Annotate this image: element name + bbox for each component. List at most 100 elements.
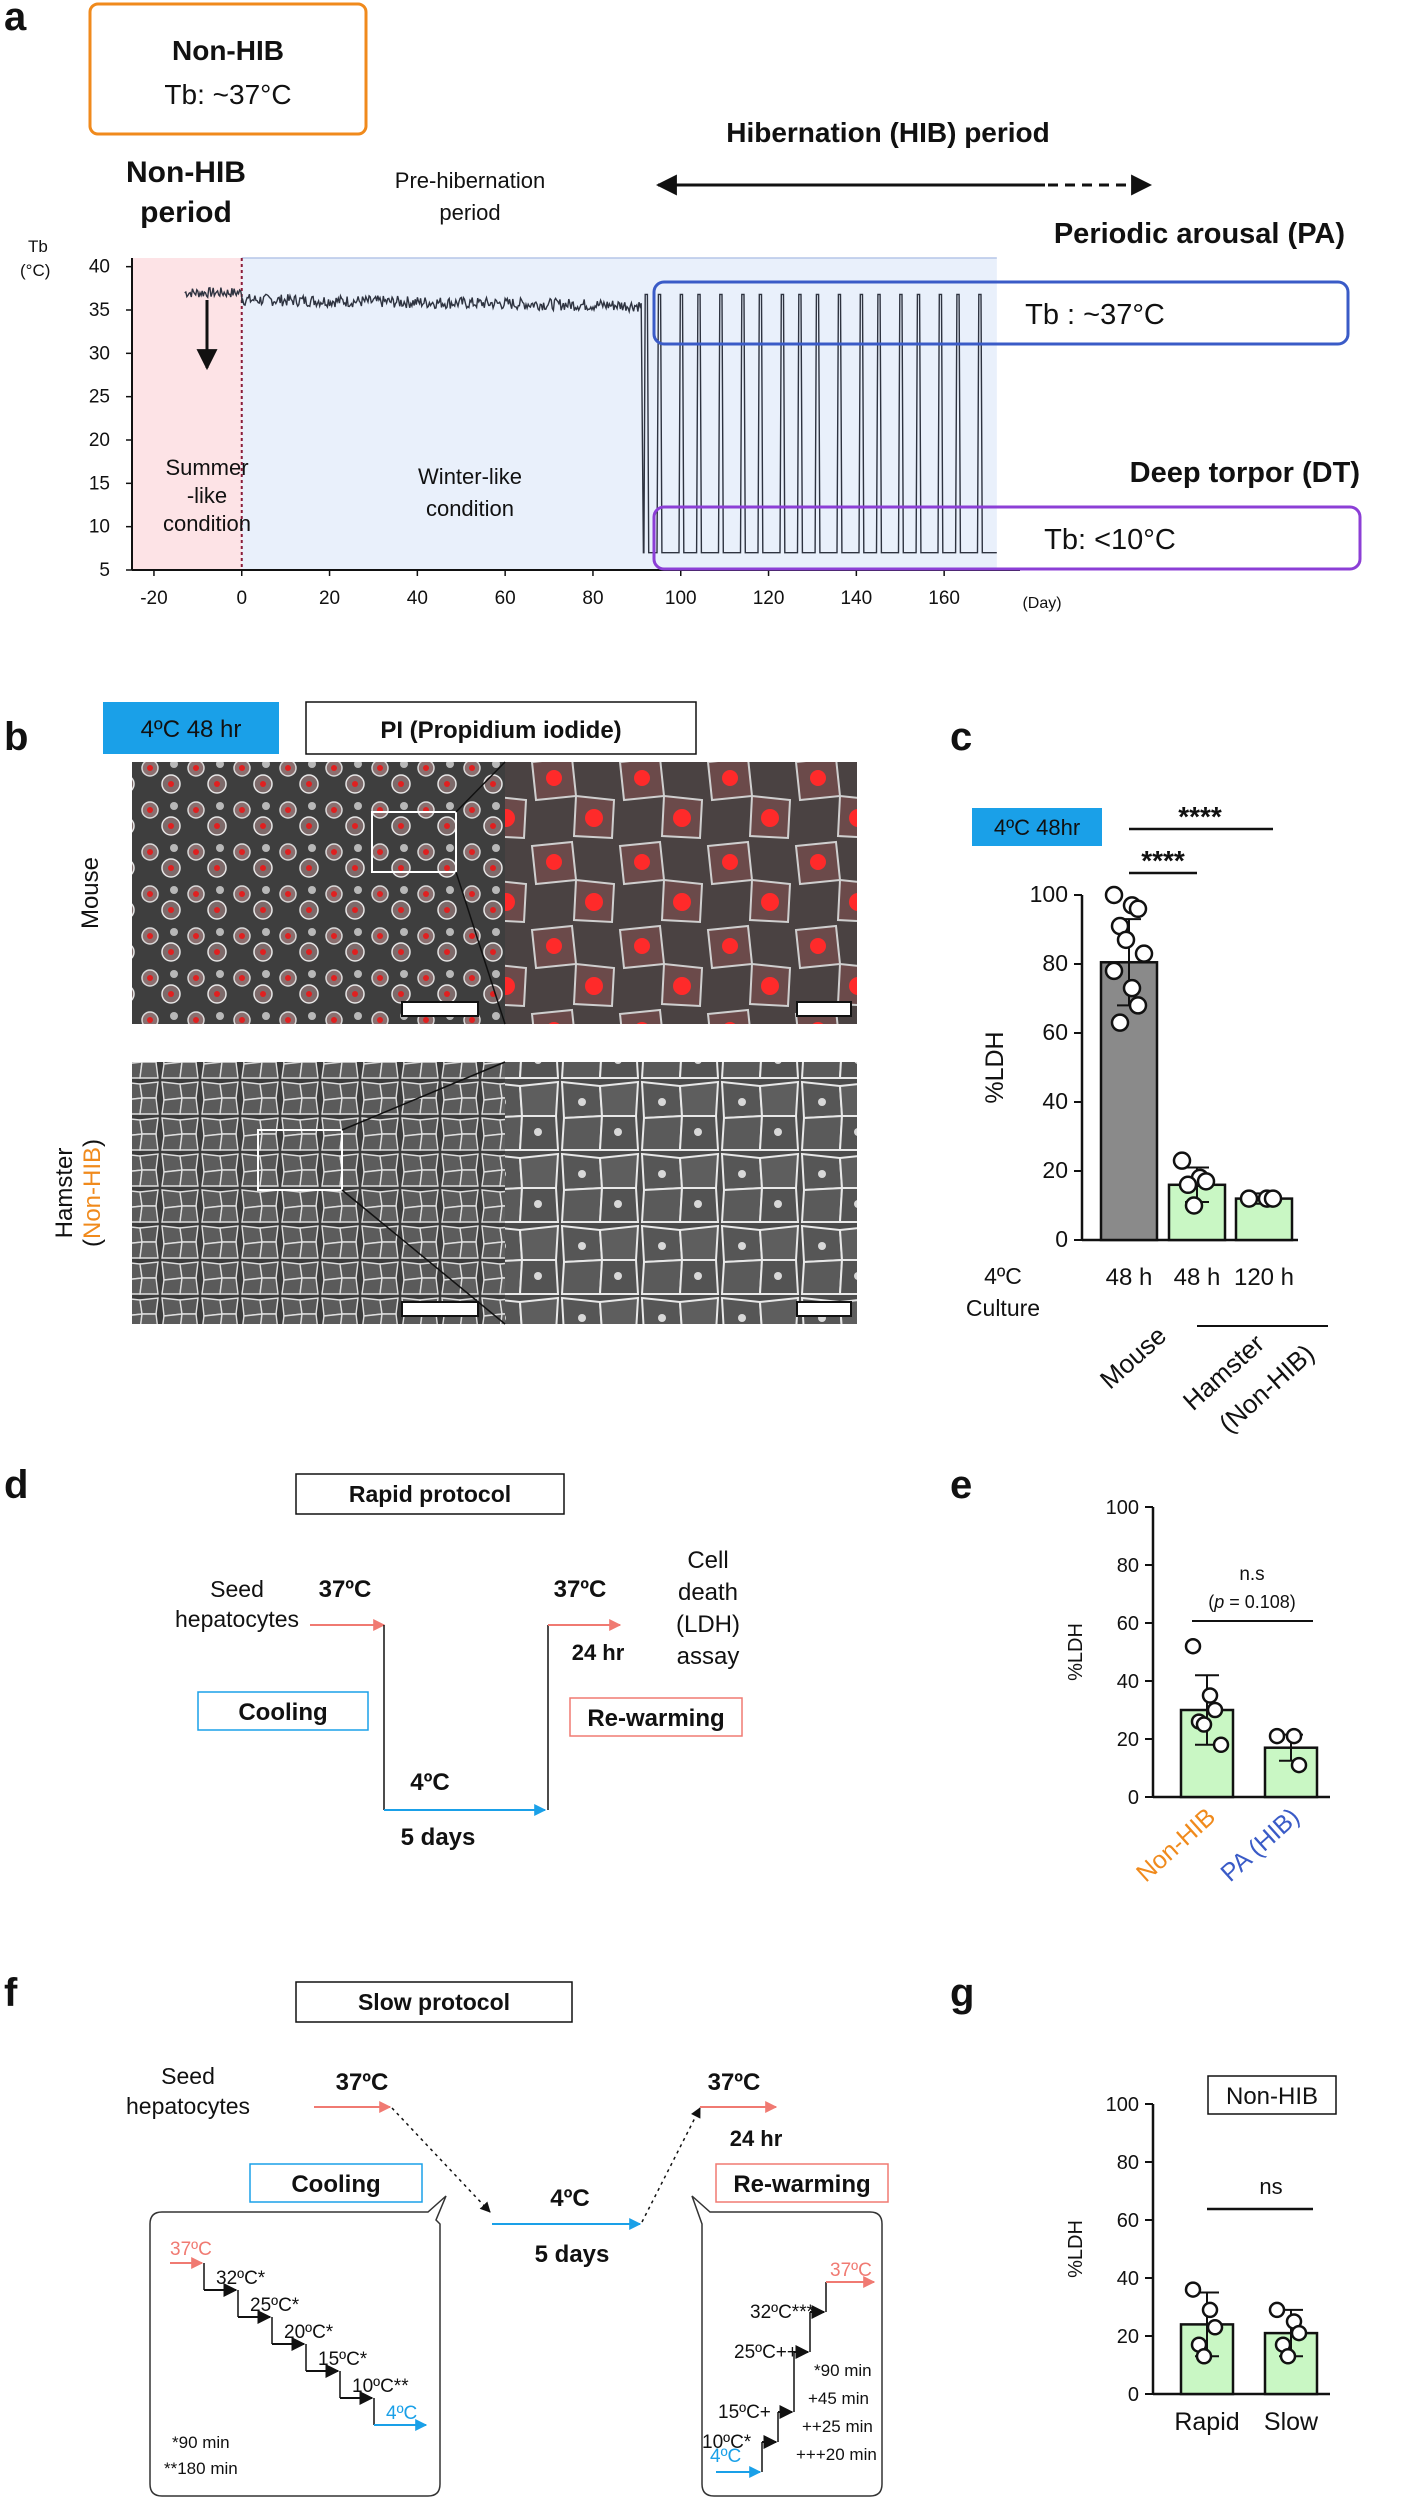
data-point (1128, 899, 1148, 919)
cool-step-label: 4ºC (386, 2403, 417, 2424)
category-label: Non-HIB (1131, 1803, 1221, 1888)
panel-b-letter: b (4, 715, 28, 759)
f-rewarming: Re-warming (733, 2171, 870, 2198)
x-tick-label: 0 (236, 588, 247, 609)
g-tag-box (1207, 2075, 1337, 2115)
warm-note-1: *90 min (814, 2361, 872, 2380)
pa-tb: Tb : ~37°C (1025, 299, 1165, 331)
category-label: 48 h (1174, 1264, 1221, 1291)
x-tick-label: 20 (319, 588, 340, 609)
data-point (1195, 1716, 1213, 1733)
cool-step-label: 20ºC* (284, 2322, 334, 2343)
cool-step-label: 32ºC* (216, 2268, 266, 2289)
y-tick-label: 100 (1106, 2094, 1139, 2116)
tag-4c-48hr-c (972, 808, 1102, 846)
warm-note-2: +45 min (808, 2389, 869, 2408)
data-point (1201, 1687, 1219, 1704)
y-tick-label: 20 (1117, 1729, 1139, 1751)
sig-label-1: **** (1141, 845, 1185, 876)
data-point (1206, 1701, 1224, 1719)
panel-g-letter: g (950, 1971, 974, 2015)
y-tick-label: 60 (1117, 1613, 1139, 1635)
y-tick-label: 35 (89, 300, 110, 321)
pa-label: Periodic arousal (PA) (1054, 218, 1345, 250)
data-point (1279, 2348, 1297, 2365)
dt-tb: Tb: <10°C (1044, 524, 1176, 556)
non-hib-box-tb: Tb: ~37°C (164, 79, 291, 110)
data-point (1116, 930, 1136, 950)
warm-step-label: 10ºC* (702, 2432, 752, 2453)
d-4c: 4ºC (410, 1769, 449, 1796)
x-axis-unit: (Day) (1022, 595, 1061, 612)
y-tick-label: 15 (89, 473, 110, 494)
mouse-zoom-box (371, 811, 457, 873)
cool-step-label: 10ºC** (352, 2376, 409, 2397)
data-point (1184, 2281, 1202, 2298)
warm-callout (691, 2195, 883, 2497)
y-tick-label: 40 (1042, 1088, 1068, 1114)
data-point (1285, 1727, 1303, 1745)
e-p-open: ( (1208, 1592, 1214, 1612)
data-point (1201, 2301, 1219, 2319)
category-label: 48 h (1106, 1264, 1153, 1291)
f-cooling: Cooling (291, 2171, 380, 2198)
warm-note-4: +++20 min (796, 2445, 877, 2464)
culture-line2: Culture (966, 1295, 1040, 1321)
data-point (1184, 1637, 1202, 1655)
sig-label-2: **** (1178, 801, 1222, 832)
cool-note-2: **180 min (164, 2459, 238, 2478)
non-hib-region (132, 258, 242, 570)
slow-title-box (295, 1981, 573, 2023)
scale-bar (796, 1301, 852, 1317)
cool-step-label: 15ºC* (318, 2349, 368, 2370)
x-tick-label: 60 (495, 588, 516, 609)
data-point (1263, 1189, 1283, 1208)
d-37-end: 37ºC (554, 1576, 607, 1603)
assay-line1: Cell (687, 1547, 728, 1574)
d-24hr: 24 hr (572, 1640, 625, 1665)
data-point (1290, 1756, 1308, 1774)
data-point (1178, 1175, 1198, 1195)
category-label: 120 h (1234, 1264, 1294, 1291)
warm-note-3: ++25 min (802, 2417, 873, 2436)
warm-step-label: 4ºC (710, 2446, 741, 2467)
data-point (1134, 944, 1154, 963)
y-tick-label: 40 (1117, 1671, 1139, 1693)
y-tick-label: 40 (1117, 2268, 1139, 2290)
data-point (1206, 2319, 1224, 2336)
x-tick-label: 120 (753, 588, 785, 609)
panel-a-letter: a (4, 0, 27, 39)
category-label: Rapid (1174, 2408, 1239, 2436)
y-axis-label: %LDH (1065, 1623, 1087, 1681)
data-point (1212, 1736, 1230, 1754)
winter-line2: condition (426, 496, 514, 521)
x-tick-label: 160 (928, 588, 960, 609)
data-point (1104, 885, 1124, 905)
y-tick-label: 80 (1117, 1555, 1139, 1577)
row-label-hamster-sub: (Non-HIB) (79, 1139, 106, 1247)
cool-note-1: *90 min (172, 2433, 230, 2452)
paren-close: ) (79, 1139, 106, 1147)
hamster-zoom-line-top (341, 1061, 506, 1131)
data-point (1290, 2324, 1308, 2342)
y-tick-label: 10 (89, 517, 110, 538)
scale-bar (796, 1001, 852, 1017)
seed-line2-d: hepatocytes (175, 1606, 299, 1632)
dt-label: Deep torpor (DT) (1130, 457, 1360, 489)
data-point (1110, 1013, 1130, 1032)
summer-line2: -like (187, 483, 227, 508)
x-tick-label: -20 (140, 588, 167, 609)
x-tick-label: 40 (407, 588, 428, 609)
paren-open: ( (79, 1239, 106, 1247)
d-cooling-box (197, 1691, 369, 1731)
y-tick-label: 20 (1042, 1157, 1068, 1183)
panel-d-letter: d (4, 1463, 28, 1507)
pi-label: PI (Propidium iodide) (380, 717, 621, 744)
hamster-micrograph-zoom (505, 1062, 857, 1324)
slow-title: Slow protocol (358, 1989, 510, 2015)
